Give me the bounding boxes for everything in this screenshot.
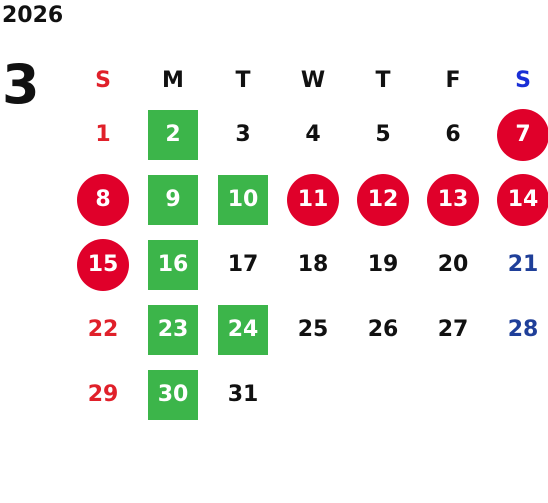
day-cell: 31 [208,362,278,427]
day-cell: 3 [208,102,278,167]
day-cell: 25 [278,297,348,362]
day-31[interactable]: 31 [227,382,259,407]
day-13[interactable]: 13 [427,173,479,226]
day-25[interactable]: 25 [297,317,329,342]
weekday-thursday: T [375,67,391,93]
day-cell: 27 [418,297,488,362]
day-6[interactable]: 6 [445,122,461,147]
weekday-sunday: S [95,67,111,93]
day-cell [418,362,488,427]
day-cell: 22 [68,297,138,362]
day-18[interactable]: 18 [297,252,329,277]
day-cell: 9 [138,167,208,232]
day-cell [488,362,548,427]
day-16[interactable]: 16 [148,239,198,290]
year-label: 2026 [2,3,64,28]
day-cell: 20 [418,232,488,297]
day-22[interactable]: 22 [87,317,119,342]
day-7[interactable]: 7 [497,108,548,161]
weekday-friday: F [445,67,461,93]
day-cell: 5 [348,102,418,167]
day-cell: 24 [208,297,278,362]
day-8[interactable]: 8 [77,173,129,226]
day-24[interactable]: 24 [218,304,268,355]
day-cell: 30 [138,362,208,427]
day-21[interactable]: 21 [507,252,539,277]
day-27[interactable]: 27 [437,317,469,342]
day-cell: 12 [348,167,418,232]
weekday-saturday: S [515,67,531,93]
day-cell: 7 [488,102,548,167]
day-cell: 19 [348,232,418,297]
day-20[interactable]: 20 [437,252,469,277]
day-3[interactable]: 3 [235,122,251,147]
day-cell: 11 [278,167,348,232]
day-cell: 4 [278,102,348,167]
day-cell: 23 [138,297,208,362]
day-1[interactable]: 1 [95,122,111,147]
day-cell: 17 [208,232,278,297]
weekday-monday: M [162,67,184,93]
day-cell: 15 [68,232,138,297]
day-12[interactable]: 12 [357,173,409,226]
day-15[interactable]: 15 [77,238,129,291]
day-cell: 13 [418,167,488,232]
day-cell: 2 [138,102,208,167]
weekday-wednesday: W [300,67,326,93]
day-10[interactable]: 10 [218,174,268,225]
day-cell [278,362,348,427]
day-cell: 29 [68,362,138,427]
weekday-tuesday: T [235,67,251,93]
day-11[interactable]: 11 [287,173,339,226]
day-cell [348,362,418,427]
day-30[interactable]: 30 [148,369,198,420]
day-cell: 8 [68,167,138,232]
day-5[interactable]: 5 [375,122,391,147]
day-19[interactable]: 19 [367,252,399,277]
day-9[interactable]: 9 [148,174,198,225]
day-14[interactable]: 14 [497,173,548,226]
day-29[interactable]: 29 [87,382,119,407]
day-cell: 1 [68,102,138,167]
day-26[interactable]: 26 [367,317,399,342]
day-cell: 6 [418,102,488,167]
day-cell: 26 [348,297,418,362]
day-2[interactable]: 2 [148,109,198,160]
day-cell: 10 [208,167,278,232]
day-cell: 14 [488,167,548,232]
day-cell: 28 [488,297,548,362]
day-28[interactable]: 28 [507,317,539,342]
day-23[interactable]: 23 [148,304,198,355]
day-cell: 18 [278,232,348,297]
day-17[interactable]: 17 [227,252,259,277]
day-cell: 16 [138,232,208,297]
day-cell: 21 [488,232,548,297]
month-number: 3 [2,53,40,116]
day-4[interactable]: 4 [305,122,321,147]
